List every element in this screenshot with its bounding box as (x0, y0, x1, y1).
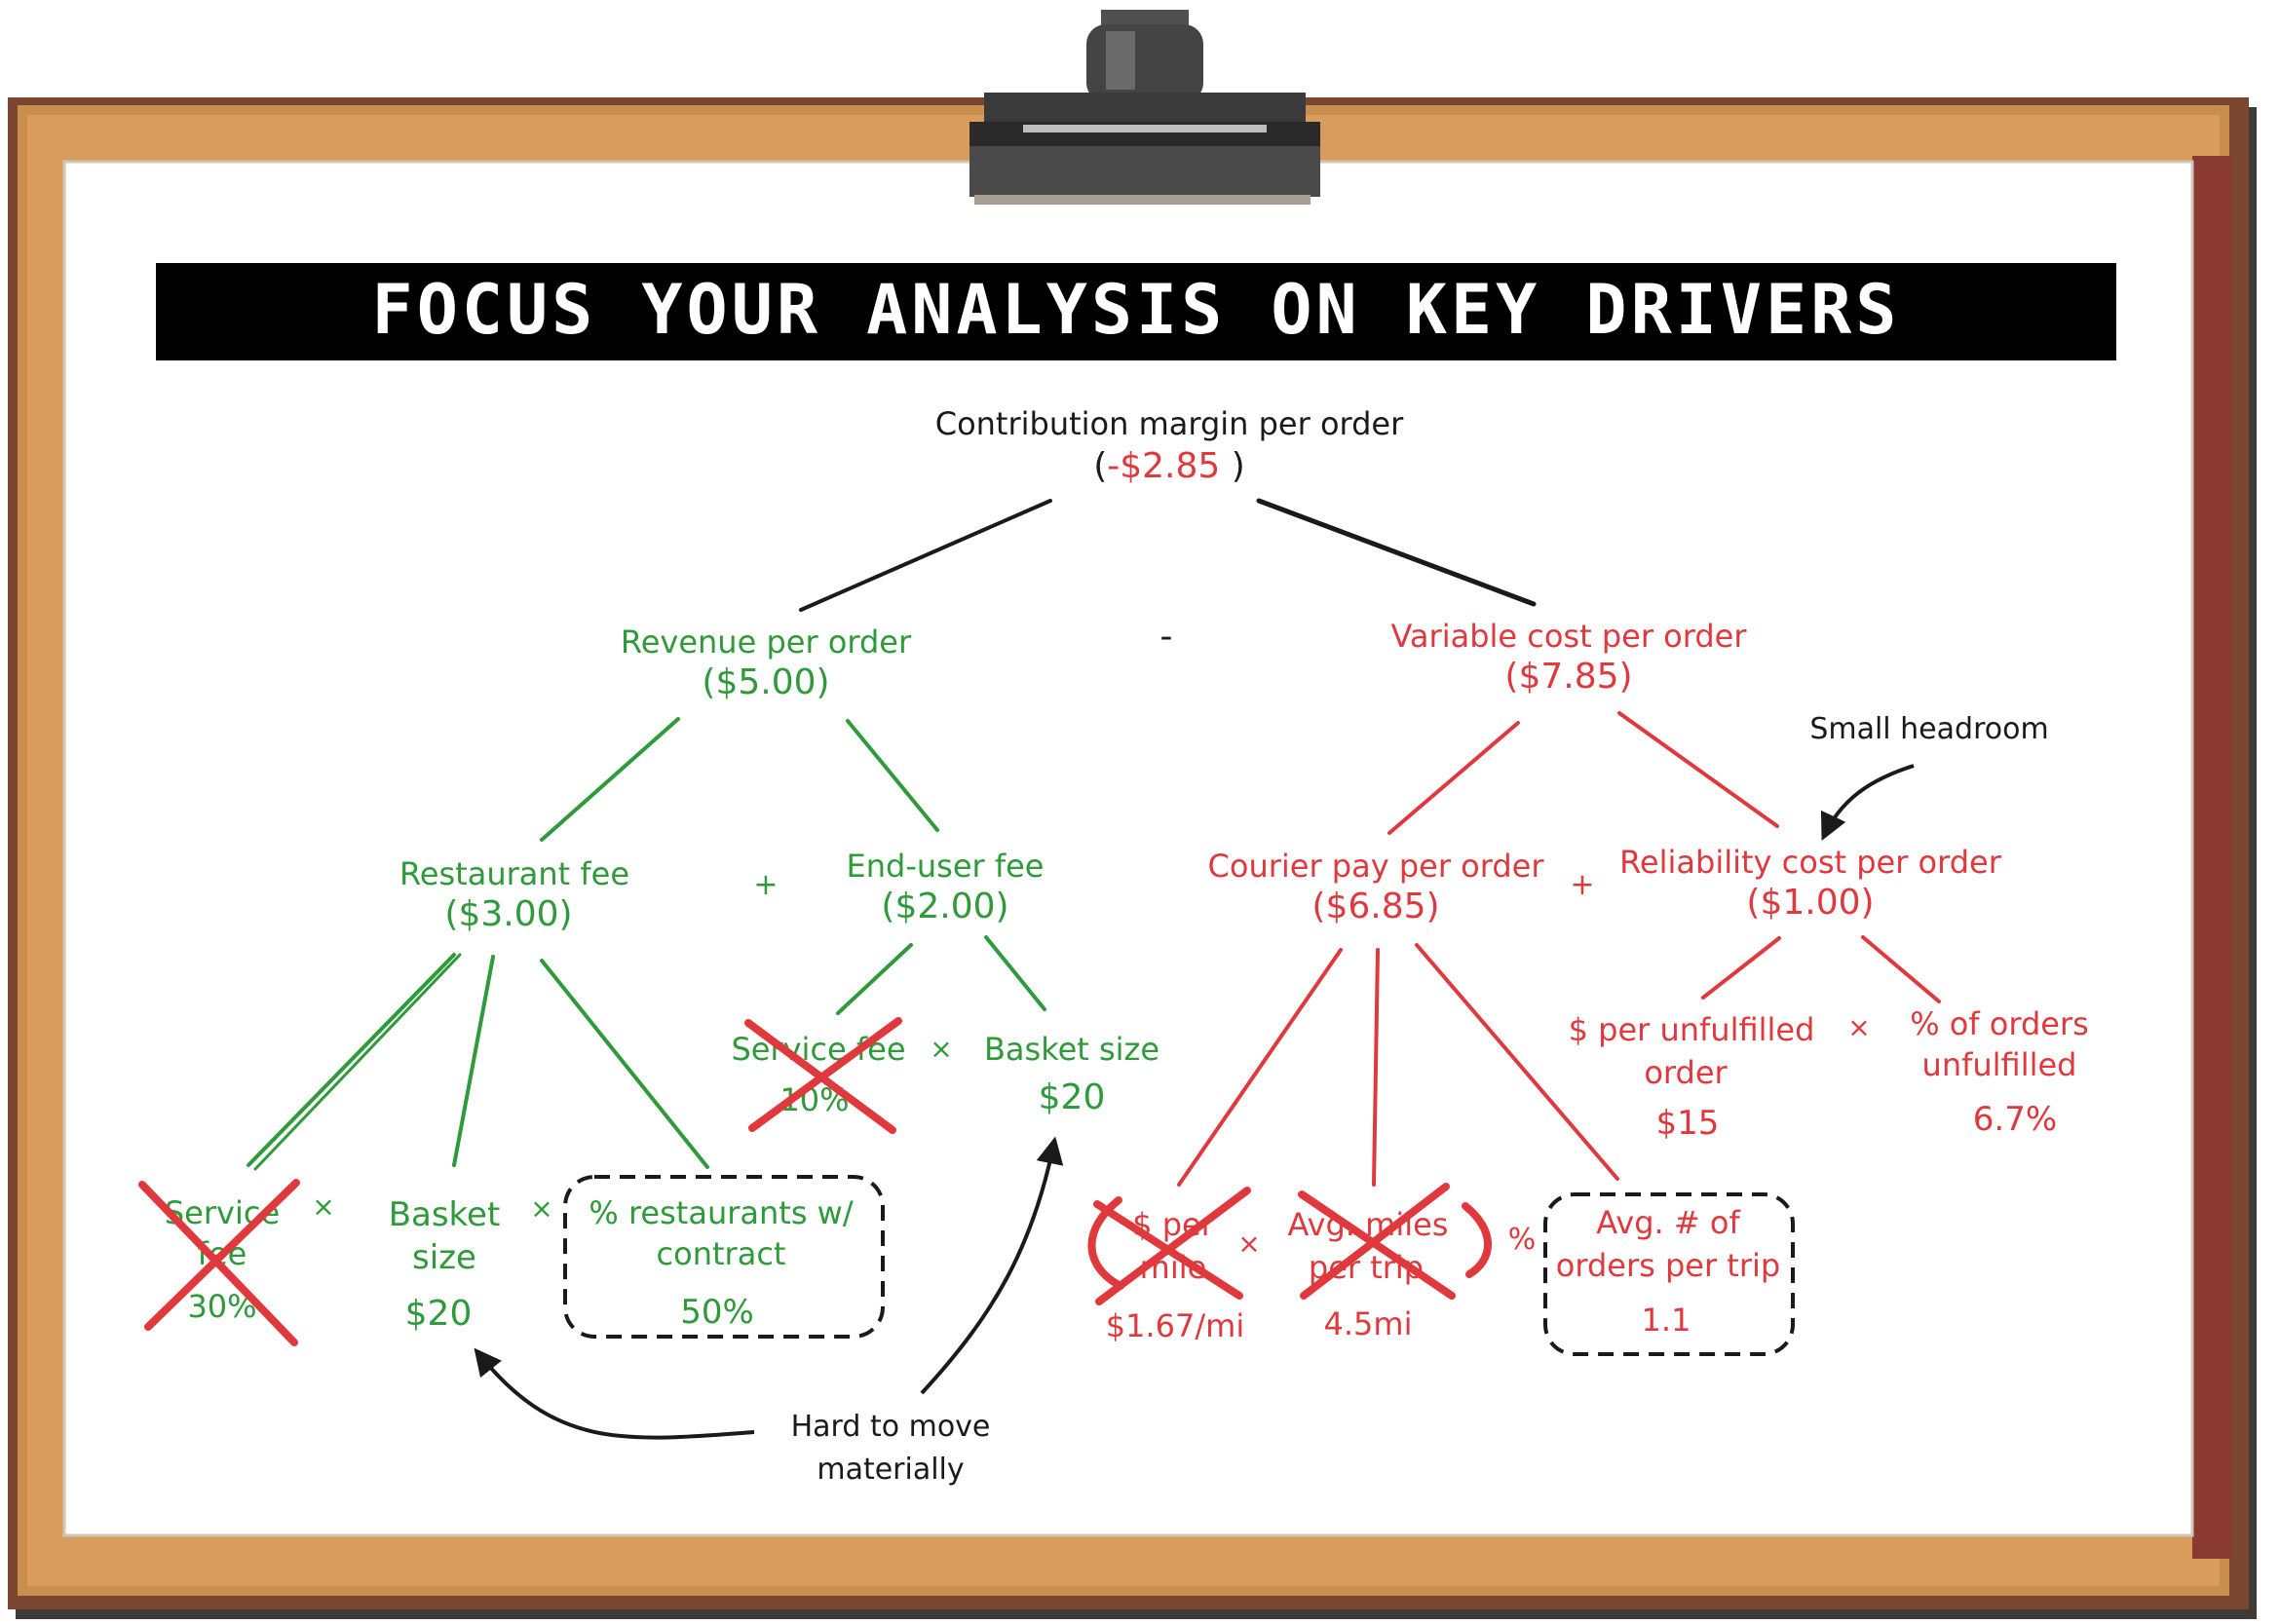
clip-icon (969, 10, 1320, 205)
value-open-paren: ( (1093, 446, 1107, 486)
value-close-paren: ) (1220, 446, 1245, 486)
cross-out-icon (1298, 1183, 1456, 1300)
node-value: ($5.00) (702, 662, 829, 702)
node-label: Revenue per order (621, 623, 912, 661)
close-paren-icon (1462, 1202, 1492, 1278)
node-label: Avg. # of (1596, 1204, 1740, 1241)
node-value: 1.1 (1642, 1302, 1691, 1339)
node-value: ($1.00) (1746, 883, 1874, 923)
node-value: 50% (680, 1293, 754, 1332)
highlight-box (1543, 1192, 1795, 1356)
node-restaurant-fee: Restaurant fee ($3.00) (399, 855, 629, 934)
node-value: ($3.00) (444, 894, 572, 934)
node-revenue-per-order: Revenue per order ($5.00) (621, 623, 912, 702)
minus-operator: - (1160, 617, 1173, 657)
plus-operator: + (753, 868, 778, 902)
node-value: ($7.85) (1504, 657, 1632, 697)
node-value: $20 (1039, 1077, 1106, 1117)
node-label: Contribution margin per order (935, 405, 1404, 442)
plus-operator: + (1570, 868, 1594, 902)
annotation-hard-to-move-line2: materially (817, 1453, 964, 1487)
cross-out-icon (744, 1017, 902, 1134)
node-value: $20 (405, 1294, 473, 1334)
node-end-user-fee: End-user fee ($2.00) (847, 848, 1045, 926)
node-orders-per-trip: Avg. # of orders per trip 1.1 (1556, 1204, 1780, 1339)
node-label: Restaurant fee (399, 855, 629, 892)
times-operator: × (1237, 1227, 1260, 1260)
annotation-hard-to-move: Hard to move (791, 1410, 991, 1444)
node-label: % of orders (1910, 1005, 2089, 1042)
tree-connectors (247, 498, 1941, 1187)
title-bar (156, 263, 2116, 360)
cross-out-icon (138, 1179, 300, 1346)
divide-operator: % (1508, 1223, 1537, 1257)
arrow-icon (920, 1136, 1064, 1395)
node-label: End-user fee (847, 848, 1045, 885)
paper-sheet (62, 160, 2194, 1537)
node-end-user-basket-size: Basket size $20 (984, 1031, 1159, 1117)
node-pct-orders-unfulfilled: % of orders unfulfilled 6.7% (1910, 1005, 2089, 1139)
node-value: ($2.00) (881, 887, 1008, 926)
node-restaurant-basket-size: Basket size $20 (389, 1195, 501, 1334)
node-value: $1.67/mi (1106, 1307, 1244, 1344)
node-value: 4.5mi (1324, 1305, 1413, 1342)
node-value: 6.7% (1973, 1100, 2057, 1139)
times-operator: × (530, 1192, 552, 1225)
node-label: % restaurants w/ (589, 1194, 853, 1231)
node-courier-pay: Courier pay per order ($6.85) (1208, 848, 1545, 926)
node-contribution-margin: Contribution margin per order (-$2.85 ) (935, 405, 1404, 486)
node-reliability-cost: Reliability cost per order ($1.00) (1619, 844, 2002, 923)
node-cost-per-unfulfilled: $ per unfulfilled order $15 (1569, 1011, 1815, 1143)
node-label: Basket (389, 1195, 501, 1234)
page-title: FOCUS YOUR ANALYSIS ON KEY DRIVERS (372, 270, 1901, 350)
annotation-small-headroom: Small headroom (1809, 712, 2048, 746)
node-label-line2: order (1644, 1054, 1728, 1091)
times-operator: × (312, 1190, 334, 1223)
node-label-line2: contract (657, 1235, 786, 1272)
node-value: ($6.85) (1311, 887, 1439, 926)
node-label: Reliability cost per order (1619, 844, 2002, 881)
node-label: $ per unfulfilled (1569, 1011, 1815, 1048)
node-label-line2: orders per trip (1556, 1247, 1780, 1284)
cross-out-icon (1093, 1187, 1251, 1305)
arrow-icon (474, 1347, 755, 1440)
node-label: Basket size (984, 1031, 1159, 1068)
node-label: Variable cost per order (1391, 618, 1748, 655)
node-value: -$2.85 (1107, 446, 1220, 486)
node-value: $15 (1656, 1104, 1720, 1143)
svg-text:(-$2.85 ): (-$2.85 ) (1093, 446, 1245, 486)
node-label: Courier pay per order (1208, 848, 1545, 885)
arrow-icon (1820, 764, 1915, 842)
highlight-box (563, 1175, 885, 1339)
node-label-line2: unfulfilled (1922, 1046, 2077, 1083)
node-variable-cost-per-order: Variable cost per order ($7.85) (1391, 618, 1748, 697)
node-pct-restaurants-contract: % restaurants w/ contract 50% (589, 1194, 853, 1332)
node-label-line2: size (412, 1238, 476, 1277)
times-operator: × (1847, 1011, 1870, 1043)
times-operator: × (930, 1033, 952, 1065)
